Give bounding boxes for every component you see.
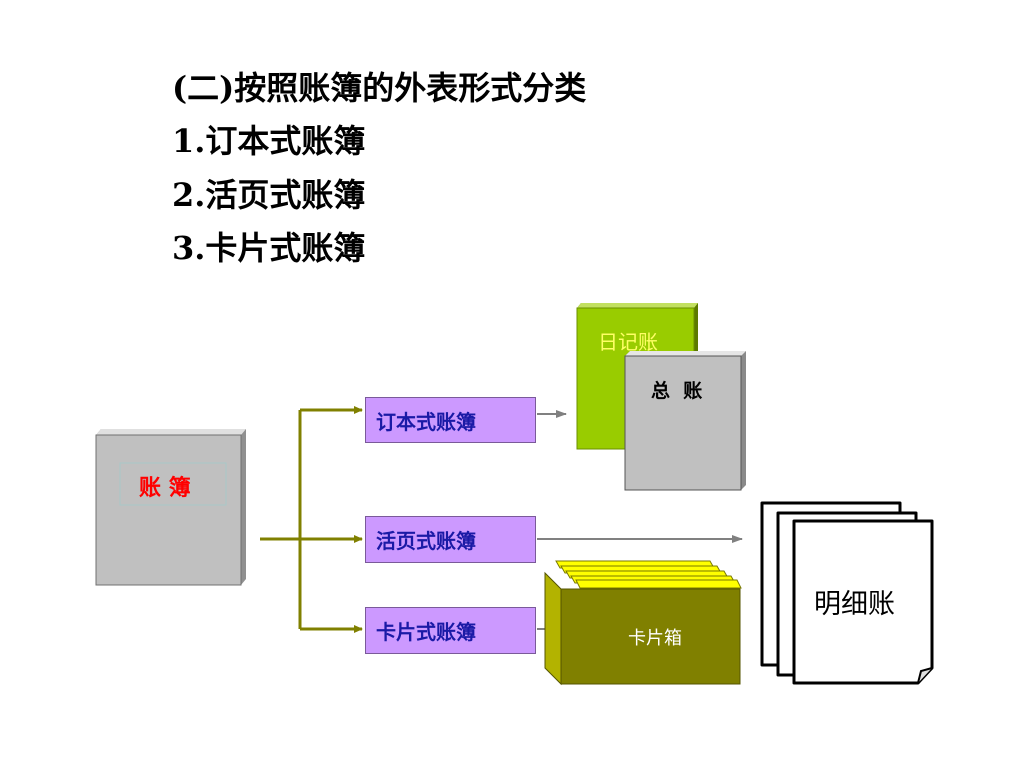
source-book-label: 账 簿 xyxy=(139,476,191,501)
card-box-shape xyxy=(544,560,742,686)
heading-item-2: 2.活页式账簿 xyxy=(172,176,366,214)
subsidiary-ledger-label: 明细账 xyxy=(814,589,895,620)
heading-title: (二)按照账簿的外表形式分类 xyxy=(172,69,587,107)
category-loose-leaf-book[interactable]: 活页式账簿 xyxy=(365,516,536,563)
subsidiary-ledger-pages xyxy=(760,501,934,685)
source-book-shape xyxy=(95,429,246,586)
category-bound-book-label: 订本式账簿 xyxy=(376,409,476,434)
heading-item-3: 3.卡片式账簿 xyxy=(172,229,366,267)
heading-item-1: 1.订本式账簿 xyxy=(172,122,366,160)
category-bound-book[interactable]: 订本式账簿 xyxy=(365,397,536,443)
category-card-book[interactable]: 卡片式账簿 xyxy=(365,607,536,654)
card-box-label: 卡片箱 xyxy=(628,628,682,649)
general-ledger-label: 总 账 xyxy=(651,380,703,402)
connector-lines xyxy=(260,406,363,633)
general-ledger-shape xyxy=(624,351,746,491)
journal-book-label: 日记账 xyxy=(598,330,658,354)
category-card-book-label: 卡片式账簿 xyxy=(376,620,476,644)
category-loose-leaf-book-label: 活页式账簿 xyxy=(376,529,476,553)
